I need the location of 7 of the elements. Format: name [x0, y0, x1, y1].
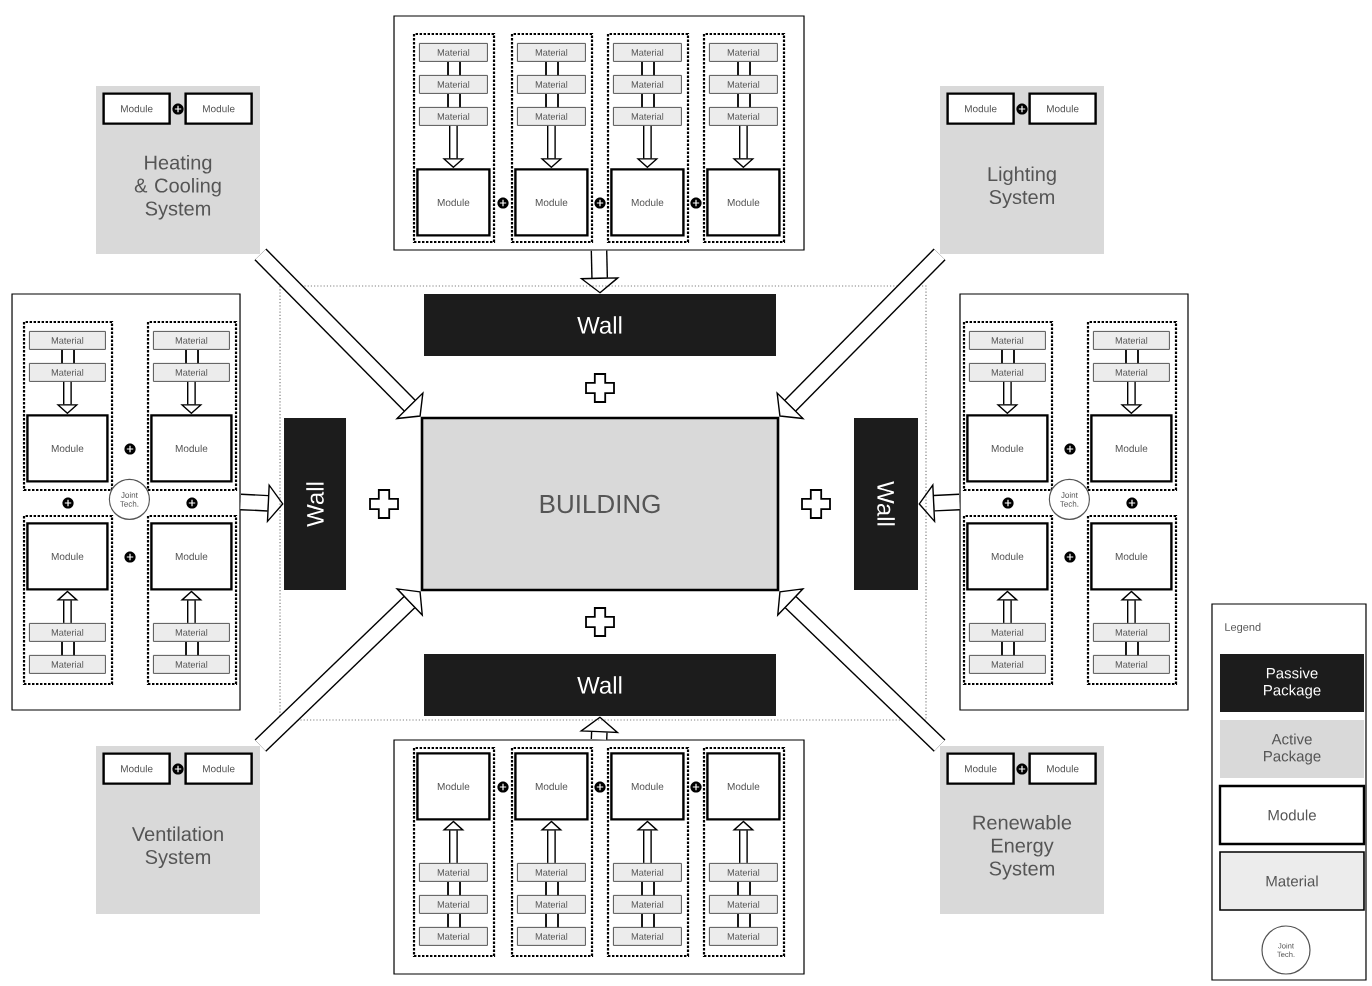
hollow-arrow [254, 248, 424, 420]
building-box: BUILDING [420, 416, 780, 592]
wall-bar: Wall [284, 418, 346, 590]
wall-bar: Wall [854, 418, 918, 590]
wall-bar: Wall [424, 654, 776, 716]
wall-bar: Wall [424, 294, 776, 356]
hollow-arrow [776, 248, 946, 420]
